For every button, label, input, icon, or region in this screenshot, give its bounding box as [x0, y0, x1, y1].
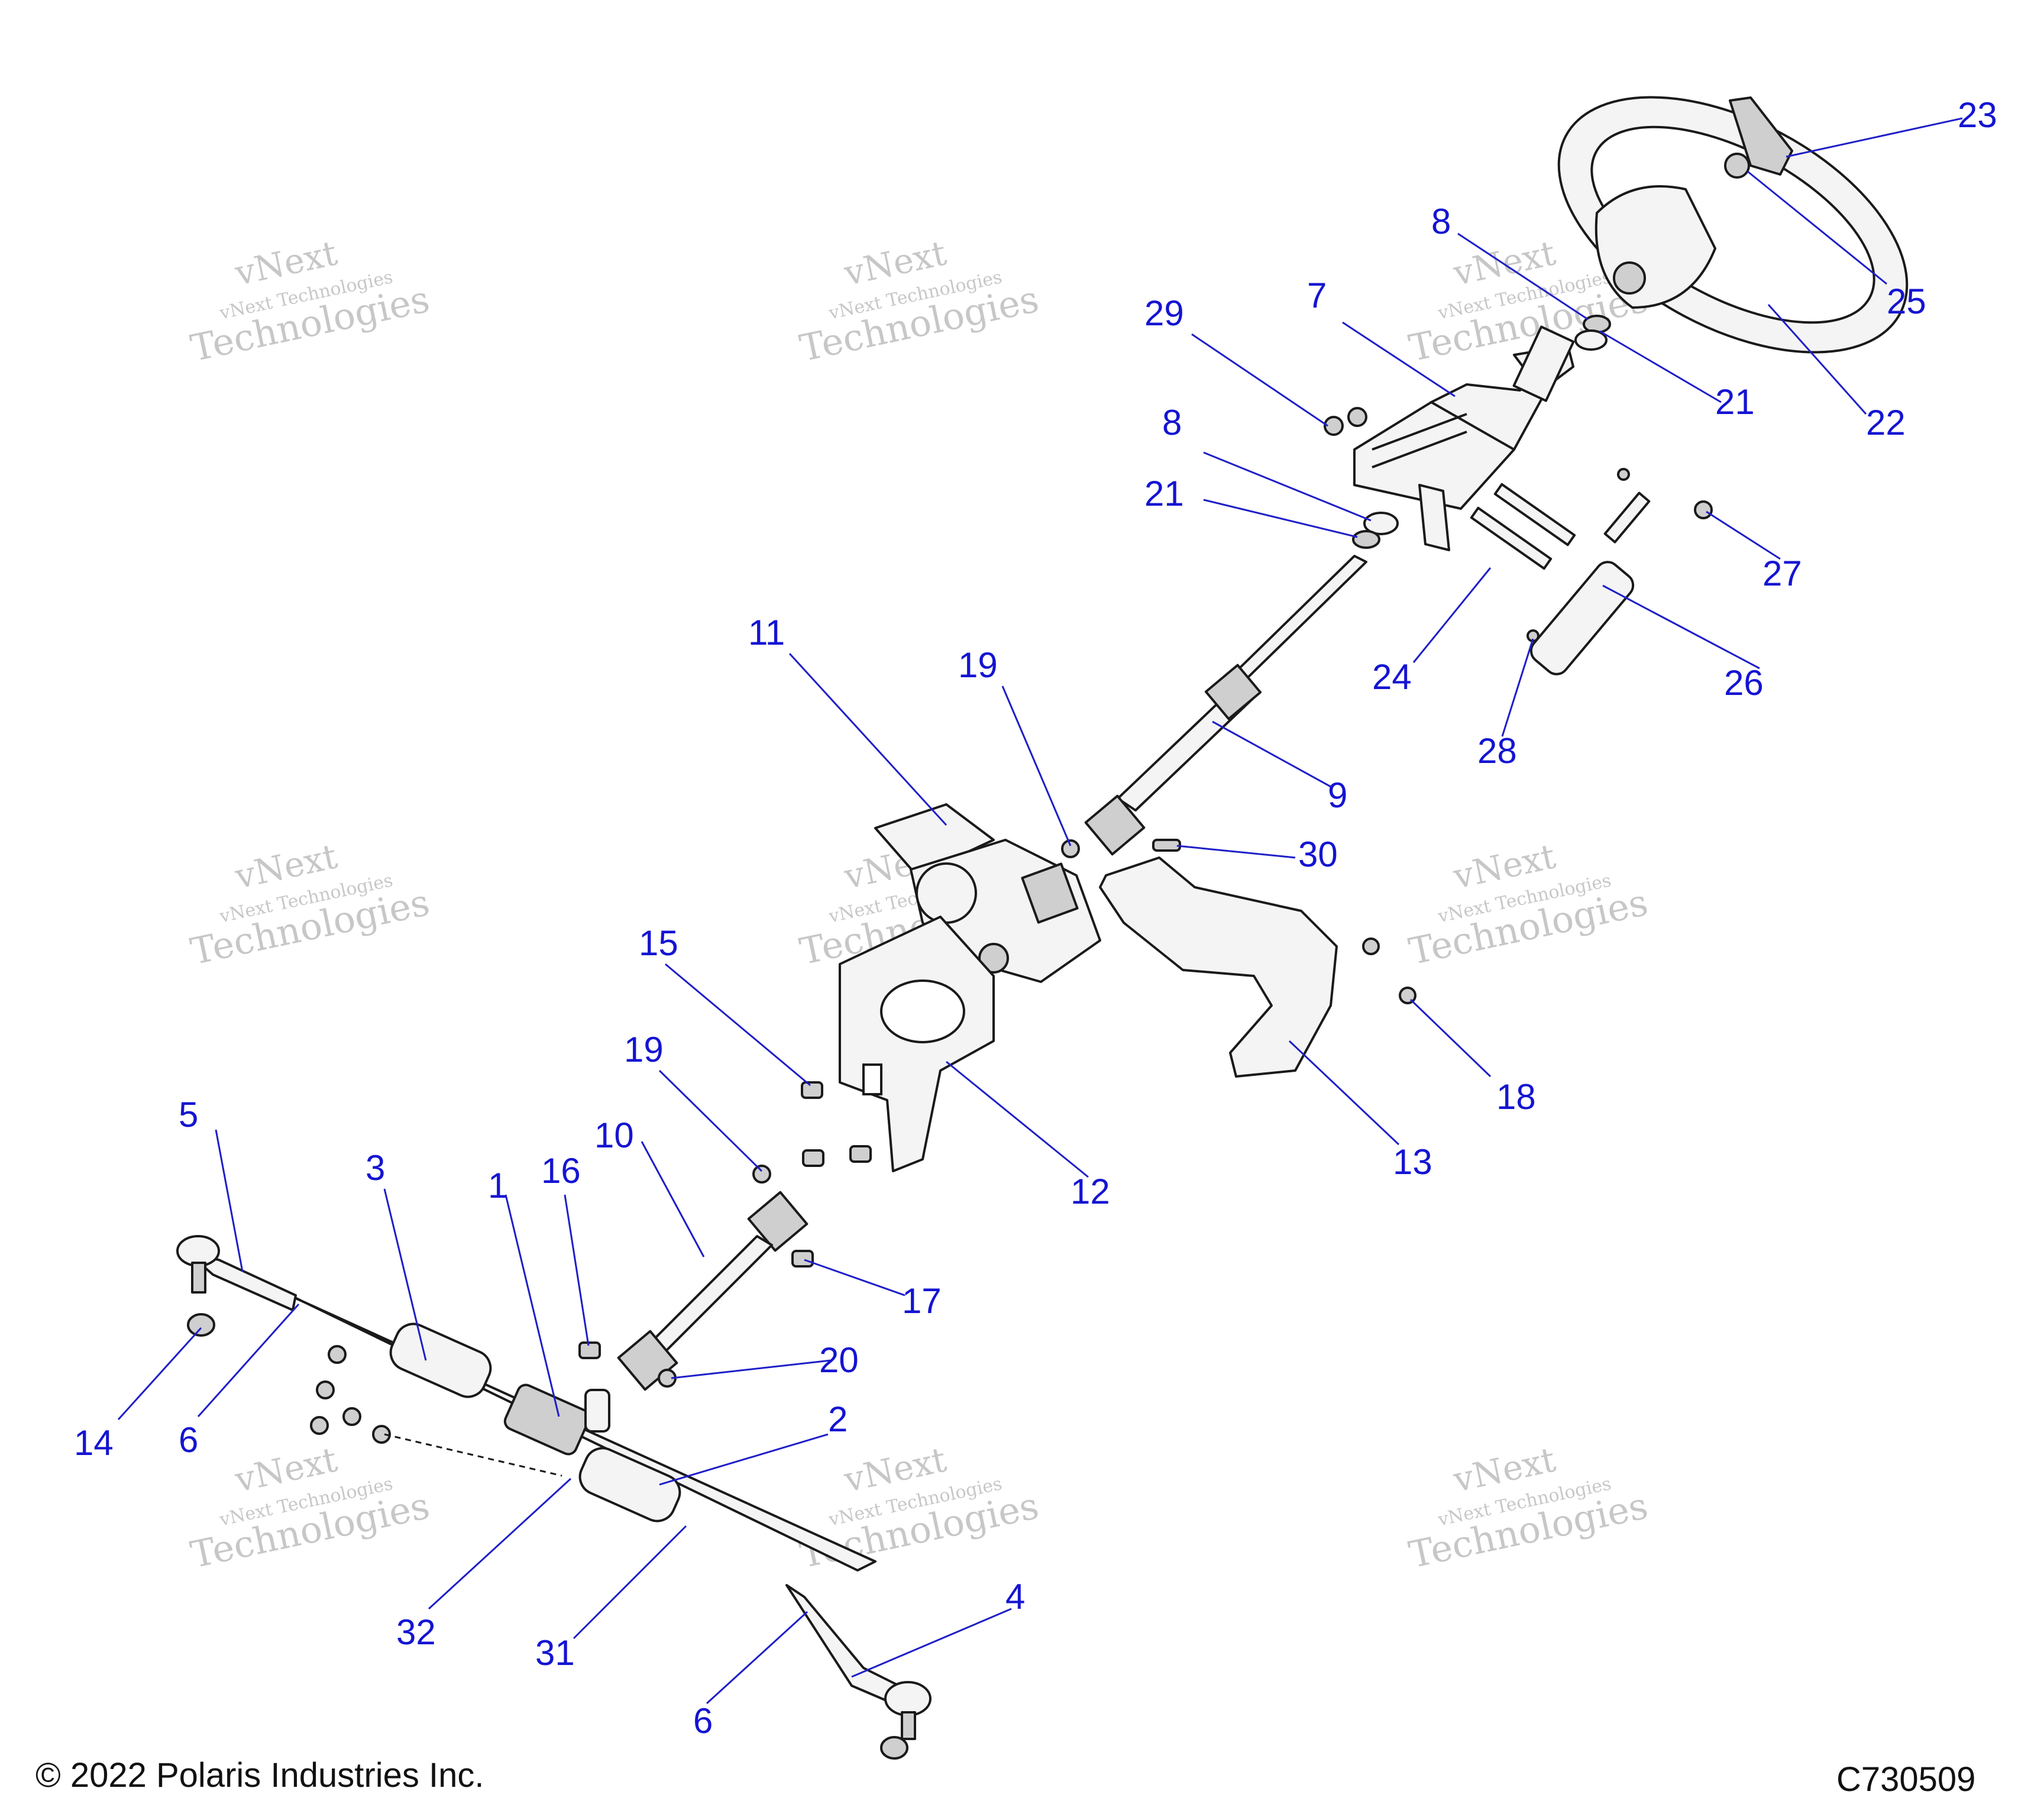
callout-16: 16 [541, 1151, 581, 1191]
callout-1: 1 [488, 1166, 507, 1205]
bracket-nut [1347, 407, 1367, 427]
rack-mount-nut [328, 1345, 347, 1364]
watermark: vNext vNext Technologies Technologies [187, 836, 434, 973]
horn-pad [1729, 96, 1793, 176]
coupler-bolt [791, 1250, 814, 1268]
watermark: vNext vNext Technologies Technologies [187, 1439, 434, 1576]
callout-9: 9 [1328, 775, 1347, 815]
intermediate-shaft [617, 1191, 808, 1391]
pinion-bolt [578, 1341, 601, 1359]
callout-28: 28 [1477, 731, 1517, 771]
callout-2: 2 [828, 1399, 848, 1439]
upper-steering-shaft [1084, 555, 1367, 856]
callout-31: 31 [535, 1633, 575, 1673]
callout-18: 18 [1496, 1077, 1536, 1117]
steering-rack [277, 1288, 877, 1572]
left-tie-rod-end [176, 1235, 297, 1311]
shield-nut [1362, 937, 1380, 955]
callout-26: 26 [1724, 663, 1764, 703]
watermark: vNext vNext Technologies Technologies [1405, 836, 1652, 973]
rack-mount-nut [310, 1416, 329, 1435]
right-tie-rod-end [785, 1584, 932, 1740]
watermark: vNext vNext Technologies Technologies [796, 232, 1043, 370]
callout-32: 32 [396, 1612, 436, 1652]
callout-3: 3 [366, 1148, 385, 1188]
steering-wheel [1557, 96, 1909, 354]
alignment-dash [384, 1433, 562, 1477]
right-tie-rod-nut [880, 1736, 908, 1760]
callout-30: 30 [1298, 835, 1338, 874]
left-tie-rod-nut [187, 1313, 215, 1337]
callout-12: 12 [1070, 1172, 1110, 1211]
upper-bearing [1574, 329, 1608, 351]
rack-mount-nut [316, 1380, 335, 1399]
upper-column-bracket [1353, 325, 1575, 551]
bracket-bolt [802, 1149, 824, 1167]
wheel-nut [1724, 153, 1750, 179]
bracket-nut [1324, 416, 1344, 436]
callout-6: 6 [179, 1420, 198, 1460]
callout-14: 14 [74, 1423, 114, 1463]
leader-lines [117, 117, 1963, 1705]
watermark: vNext vNext Technologies Technologies [187, 232, 434, 370]
lower-coupler-bolt [752, 1165, 771, 1184]
callout-29: 29 [1144, 293, 1184, 333]
callout-7: 7 [1307, 276, 1327, 315]
pivot-bolts [1470, 483, 1576, 570]
copyright-notice: © 2022 Polaris Industries Inc. [35, 1756, 484, 1795]
callout-5: 5 [179, 1095, 198, 1134]
callout-24: 24 [1372, 657, 1412, 697]
callout-6: 6 [693, 1701, 713, 1741]
heat-shield [1099, 856, 1338, 1078]
parts [176, 96, 1909, 1760]
bracket-bolt [801, 1081, 823, 1099]
lower-bearing [1363, 512, 1399, 535]
callout-20: 20 [819, 1340, 859, 1380]
strut-pin [1617, 468, 1630, 481]
callout-17: 17 [902, 1281, 942, 1321]
gas-strut [1529, 492, 1651, 675]
watermark: vNext vNext Technologies Technologies [1405, 1439, 1652, 1576]
callout-8: 8 [1431, 202, 1451, 241]
callout-22: 22 [1866, 403, 1906, 442]
lower-bushing [1352, 530, 1380, 549]
callout-4: 4 [1005, 1577, 1025, 1616]
rack-mount-nut [342, 1407, 361, 1426]
callout-19: 19 [958, 645, 998, 685]
callout-8: 8 [1162, 403, 1182, 442]
rack-mount-nut [372, 1425, 391, 1444]
eps-mount-bracket [839, 916, 995, 1172]
callout-19: 19 [624, 1030, 664, 1069]
bracket-bolt [849, 1145, 872, 1163]
column-bolt [1152, 839, 1181, 852]
upper-coupler-bolt [1061, 839, 1080, 858]
callouts: 23 25 22 21 8 7 29 8 21 24 27 26 28 9 30… [74, 95, 1997, 1741]
callout-21: 21 [1715, 382, 1755, 422]
callout-23: 23 [1958, 95, 1997, 135]
callout-13: 13 [1393, 1142, 1432, 1182]
callout-11: 11 [748, 613, 785, 652]
callout-27: 27 [1762, 554, 1802, 593]
callout-25: 25 [1887, 282, 1926, 321]
callout-21: 21 [1144, 474, 1184, 513]
diagram-code: C730509 [1836, 1760, 1976, 1799]
callout-15: 15 [639, 923, 678, 963]
strut-bolt [1694, 500, 1713, 519]
callout-10: 10 [594, 1116, 634, 1155]
